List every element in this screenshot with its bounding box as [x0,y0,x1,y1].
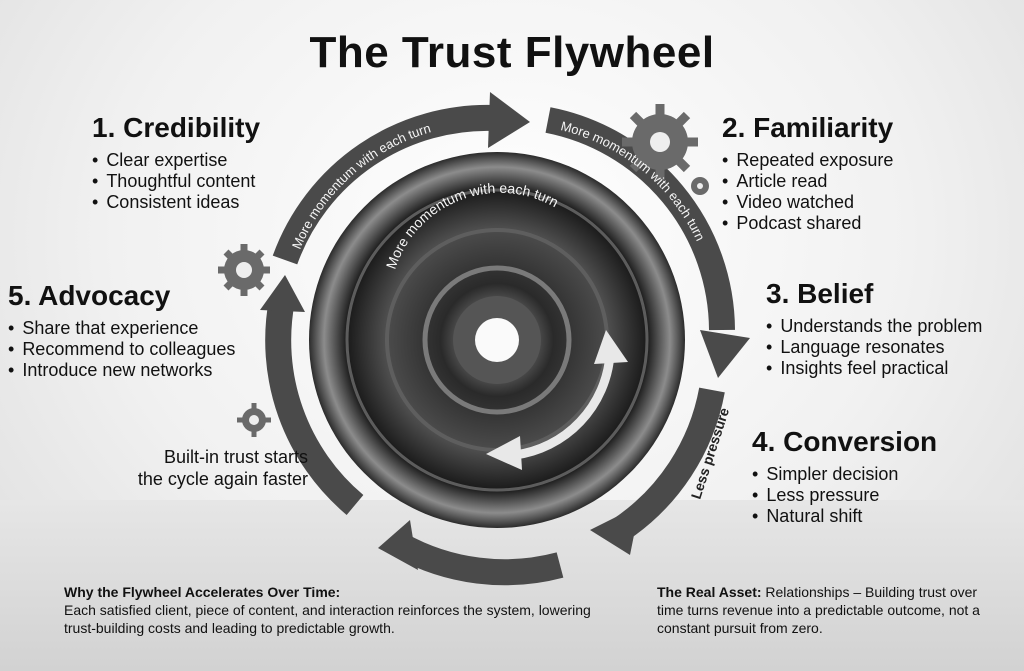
arrow-advocacy-to-credibility [265,297,364,515]
stage-heading: 1. Credibility [92,112,261,143]
stage-heading: 2. Familiarity [722,112,894,143]
stage-credibility: 1. Credibility Clear expertise Thoughtfu… [92,112,260,213]
list-item: Language resonates [766,337,982,358]
list-item: Insights feel practical [766,358,982,379]
list-item: Recommend to colleagues [8,339,235,360]
inner-arrow-tail [486,436,522,470]
page-title: The Trust Flywheel [309,28,715,77]
acceleration-note: Why the Flywheel Accelerates Over Time: … [64,583,594,637]
arrow-conversion-to-advocacy [393,533,564,586]
list-item: Clear expertise [92,150,260,171]
list-item: Podcast shared [722,213,893,234]
list-item: Simpler decision [752,464,937,485]
real-asset-note: The Real Asset: Relationships – Building… [657,583,987,637]
flywheel [309,152,685,528]
list-item: Article read [722,171,893,192]
list-item: Video watched [722,192,893,213]
list-item: Natural shift [752,506,937,527]
list-item: Thoughtful content [92,171,260,192]
list-item: Understands the problem [766,316,982,337]
stage-conversion: 4. Conversion Simpler decision Less pres… [752,426,937,527]
list-item: Share that experience [8,318,235,339]
arrow-credibility-to-familiarity [272,104,496,265]
cycle-arrows [265,104,735,586]
gear-icon [691,177,709,195]
stage-heading: 5. Advocacy [8,280,171,311]
floor-background [0,500,1024,671]
inner-rotation-arrow [514,354,615,460]
stage-list: Simpler decision Less pressure Natural s… [752,464,937,527]
stage-heading: 3. Belief [766,278,874,309]
acceleration-heading: Why the Flywheel Accelerates Over Time: [64,584,341,600]
stage-familiarity: 2. Familiarity Repeated exposure Article… [722,112,893,234]
stage-advocacy: 5. Advocacy Share that experience Recomm… [8,280,235,381]
gear-icon [622,104,698,180]
gear-icon [237,403,271,437]
list-item: Introduce new networks [8,360,235,381]
real-asset-body: Relationships – Building trust over time… [657,584,980,636]
stage-heading: 4. Conversion [752,426,938,457]
cycle-note-line: Built-in trust starts [163,447,308,467]
list-item: Less pressure [752,485,937,506]
cycle-note: Built-in trust starts the cycle again fa… [108,446,308,490]
cycle-note-line: the cycle again faster [137,469,308,489]
stage-list: Clear expertise Thoughtful content Consi… [92,150,260,213]
real-asset-heading: The Real Asset: [657,584,762,600]
stage-list: Understands the problem Language resonat… [766,316,982,379]
gear-icon [218,244,270,296]
list-item: Consistent ideas [92,192,260,213]
inner-arrow-head [594,330,628,364]
arrow-heads [260,92,750,570]
list-item: Repeated exposure [722,150,893,171]
stage-list: Repeated exposure Article read Video wat… [722,150,893,234]
stage-list: Share that experience Recommend to colle… [8,318,235,381]
acceleration-body: Each satisfied client, piece of content,… [64,602,591,636]
arrow-familiarity-to-belief [545,107,735,331]
stage-belief: 3. Belief Understands the problem Langua… [766,278,982,379]
